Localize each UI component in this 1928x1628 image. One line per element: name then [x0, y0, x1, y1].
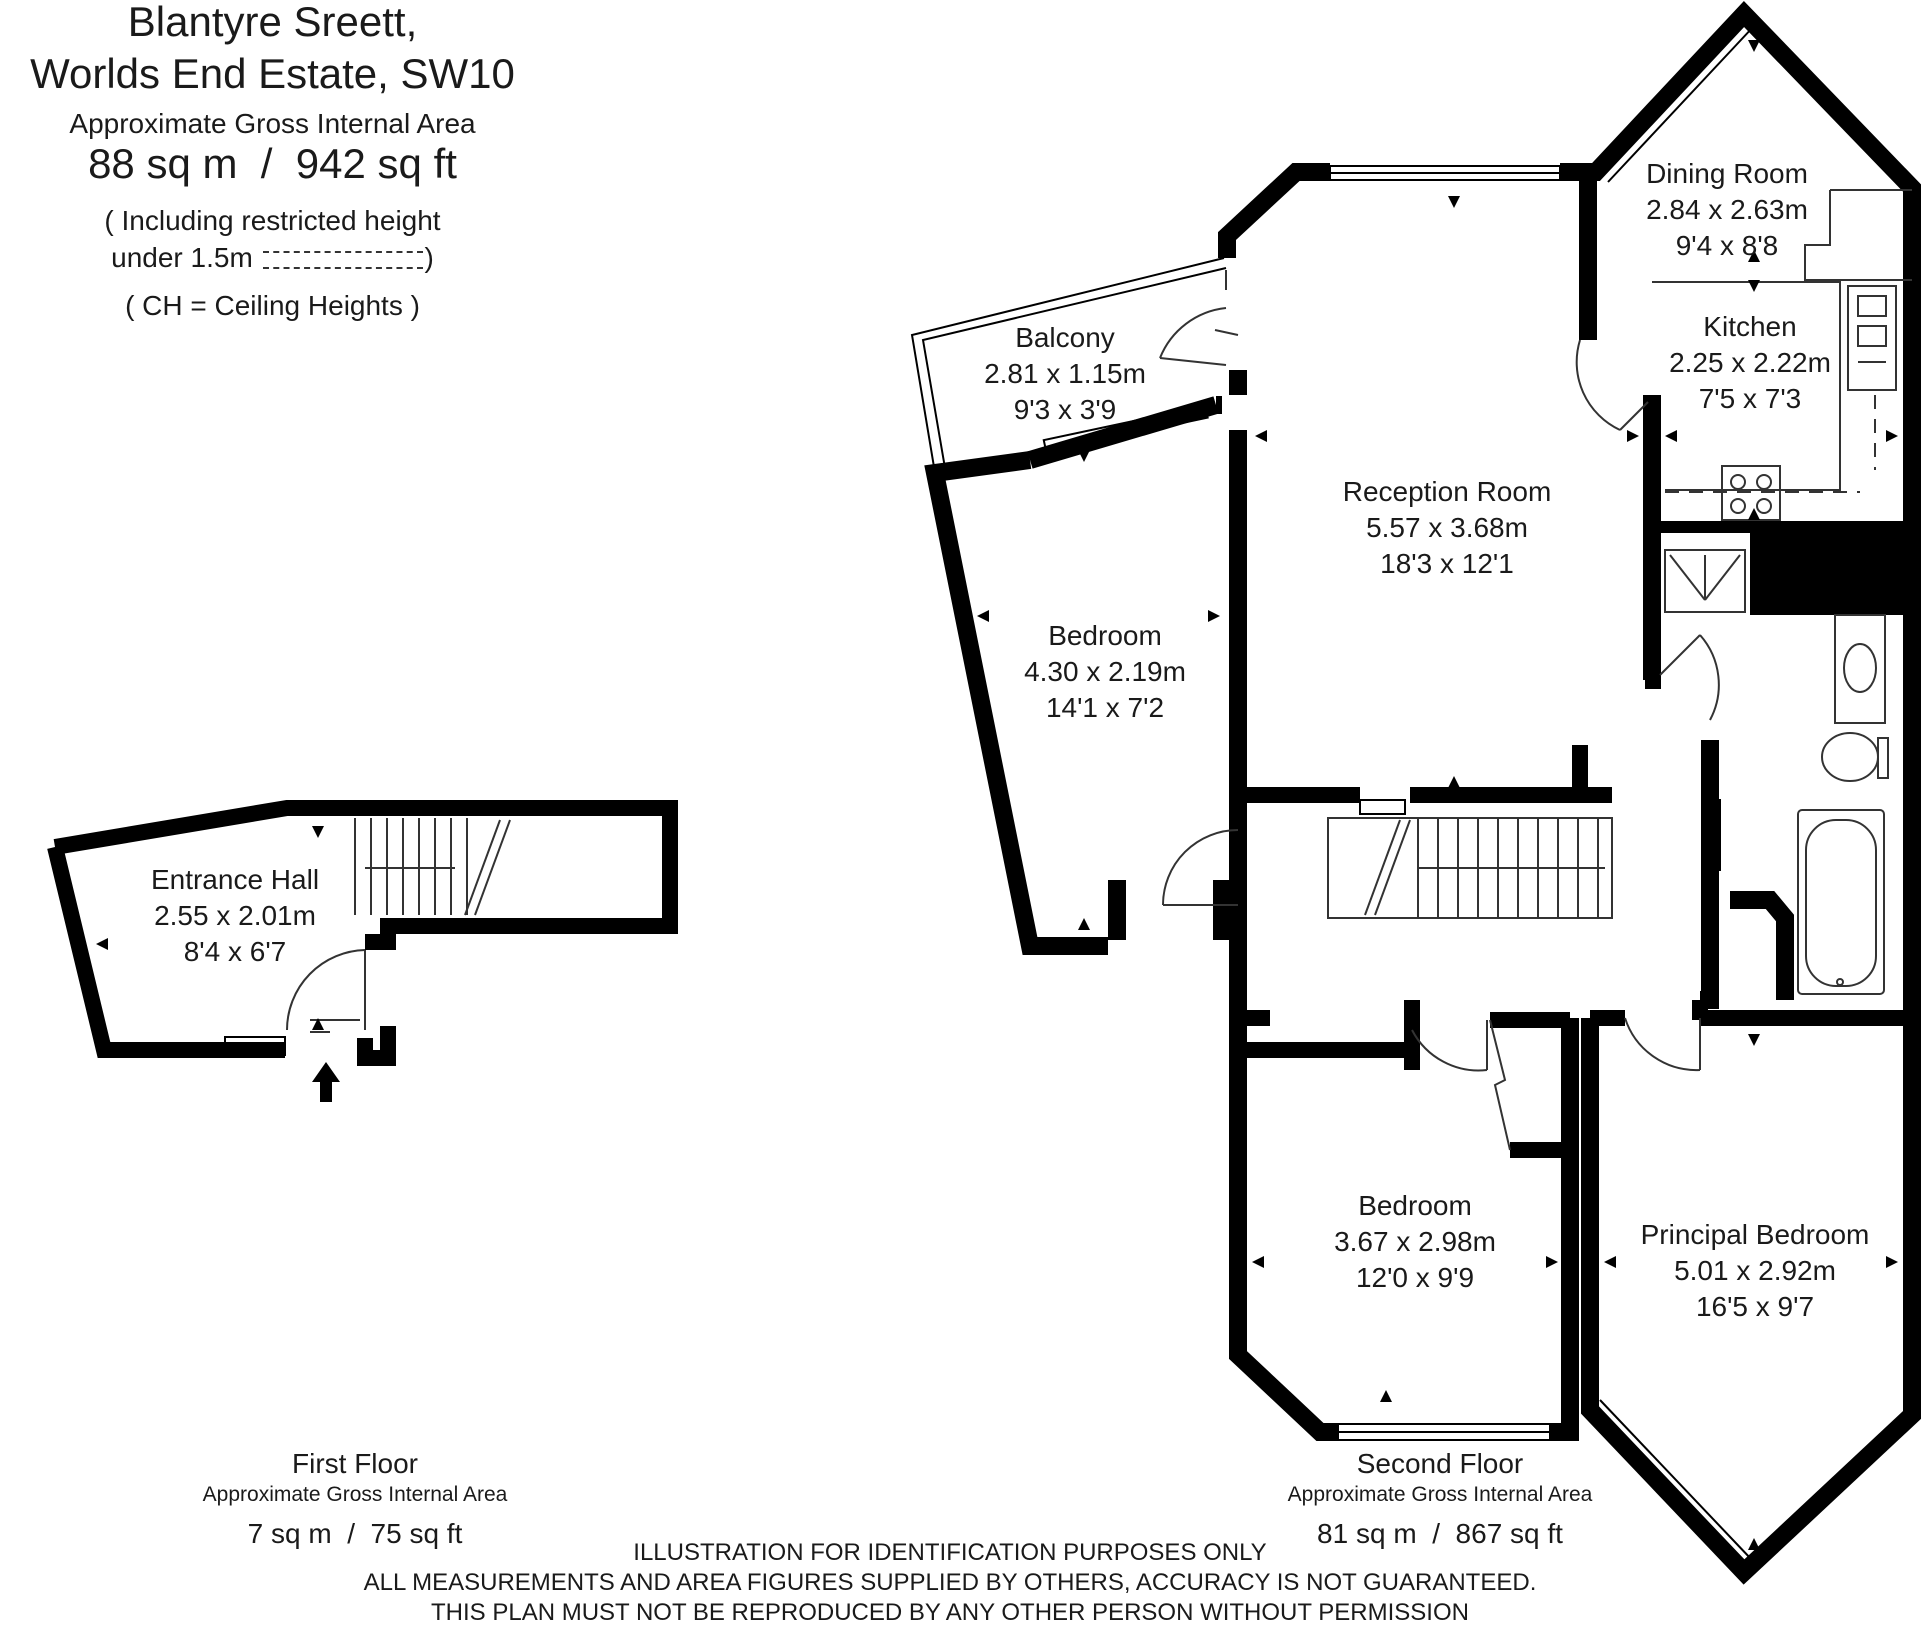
room-label-kitchen: Kitchen 2.25 x 2.22m 7'5 x 7'3	[1640, 309, 1860, 417]
floor-caption-first: First Floor Approximate Gross Internal A…	[170, 1447, 540, 1551]
room-name: Balcony	[1015, 322, 1115, 353]
room-name: Bedroom	[1048, 620, 1162, 651]
restricted-height-suffix: )	[424, 242, 434, 273]
room-label-reception-room: Reception Room 5.57 x 3.68m 18'3 x 12'1	[1312, 474, 1582, 582]
kitchen-fittings	[1652, 189, 1912, 521]
room-metric: 2.81 x 1.15m	[984, 358, 1146, 389]
second-bedroom-window	[1337, 1423, 1551, 1441]
balcony-door	[1159, 270, 1239, 366]
room-imperial: 18'3 x 12'1	[1380, 548, 1514, 579]
bathroom-fittings	[1664, 549, 1889, 995]
room-imperial: 7'5 x 7'3	[1698, 383, 1802, 414]
first-floor-stairs	[354, 818, 511, 916]
room-imperial: 9'4 x 8'8	[1675, 230, 1779, 261]
entrance-arrow-icon	[312, 1062, 340, 1102]
room-name: Principal Bedroom	[1640, 1219, 1870, 1250]
room-metric: 5.57 x 3.68m	[1366, 512, 1528, 543]
second-floor-stairs	[1327, 817, 1613, 919]
interior-doors	[1162, 339, 1720, 1151]
floor-name: First Floor	[292, 1448, 418, 1479]
room-name: Entrance Hall	[150, 864, 320, 895]
area-caption: Approximate Gross Internal Area	[69, 108, 476, 139]
room-imperial: 9'3 x 3'9	[1013, 394, 1117, 425]
interior-walls	[1238, 745, 1912, 1158]
total-area: 88 sq m / 942 sq ft	[88, 140, 457, 187]
restricted-height-note: ( Including restricted height	[104, 205, 441, 236]
disclaimer-line-2: ALL MEASUREMENTS AND AREA FIGURES SUPPLI…	[363, 1569, 1537, 1596]
room-name: Dining Room	[1646, 158, 1808, 189]
room-imperial: 8'4 x 6'7	[183, 936, 287, 967]
floor-name: Second Floor	[1356, 1448, 1524, 1479]
restricted-height-key-icon	[262, 250, 423, 269]
room-imperial: 12'0 x 9'9	[1355, 1262, 1475, 1293]
room-label-entrance-hall: Entrance Hall 2.55 x 2.01m 8'4 x 6'7	[120, 862, 350, 970]
room-name: Reception Room	[1342, 476, 1552, 507]
room-name: Kitchen	[1703, 311, 1797, 342]
room-label-dining-room: Dining Room 2.84 x 2.63m 9'4 x 8'8	[1612, 156, 1842, 264]
address-line-2: Worlds End Estate, SW10	[30, 50, 515, 97]
bath-icon	[1797, 809, 1885, 995]
room-imperial: 16'5 x 9'7	[1695, 1291, 1815, 1322]
floor-area: 7 sq m / 75 sq ft	[247, 1518, 463, 1549]
disclaimer-line-1: ILLUSTRATION FOR IDENTIFICATION PURPOSES…	[633, 1539, 1267, 1566]
address-line-1: Blantyre Sreett,	[127, 0, 418, 45]
room-label-principal-bedroom: Principal Bedroom 5.01 x 2.92m 16'5 x 9'…	[1615, 1217, 1895, 1325]
first-floor-walls	[47, 800, 678, 1066]
disclaimer-line-3: THIS PLAN MUST NOT BE REPRODUCED BY ANY …	[431, 1599, 1469, 1626]
restricted-height-line: under 1.5m )	[0, 242, 545, 274]
interior-window-details	[1359, 754, 1721, 871]
floor-area-caption: Approximate Gross Internal Area	[202, 1483, 508, 1506]
room-metric: 4.30 x 2.19m	[1024, 656, 1186, 687]
room-metric: 2.84 x 2.63m	[1646, 194, 1808, 225]
disclaimer: ILLUSTRATION FOR IDENTIFICATION PURPOSES…	[350, 1538, 1550, 1628]
room-metric: 2.25 x 2.22m	[1669, 347, 1831, 378]
sink-icon	[1847, 285, 1897, 391]
restricted-height-prefix: under 1.5m	[111, 242, 253, 273]
floor-area: 81 sq m / 867 sq ft	[1317, 1518, 1563, 1549]
room-label-bedroom-2: Bedroom 3.67 x 2.98m 12'0 x 9'9	[1300, 1188, 1530, 1296]
room-metric: 3.67 x 2.98m	[1334, 1226, 1496, 1257]
room-metric: 2.55 x 2.01m	[154, 900, 316, 931]
room-label-bedroom-1: Bedroom 4.30 x 2.19m 14'1 x 7'2	[990, 618, 1220, 726]
floor-caption-second: Second Floor Approximate Gross Internal …	[1260, 1447, 1620, 1551]
room-metric: 5.01 x 2.92m	[1674, 1255, 1836, 1286]
room-name: Bedroom	[1358, 1190, 1472, 1221]
room-imperial: 14'1 x 7'2	[1045, 692, 1165, 723]
balcony-outline	[910, 257, 1227, 474]
ceiling-height-note: ( CH = Ceiling Heights )	[125, 290, 420, 321]
toilet-icon	[1821, 732, 1879, 782]
reception-window	[1329, 165, 1597, 331]
shower-tray-icon	[1664, 549, 1746, 613]
floor-area-caption: Approximate Gross Internal Area	[1287, 1483, 1593, 1506]
room-label-balcony: Balcony 2.81 x 1.15m 9'3 x 3'9	[955, 320, 1175, 428]
basin-icon	[1834, 614, 1886, 724]
principal-bedroom-bay-window	[1589, 1399, 1753, 1573]
dimension-markers	[96, 40, 1898, 1550]
dining-window	[1595, 13, 1755, 183]
